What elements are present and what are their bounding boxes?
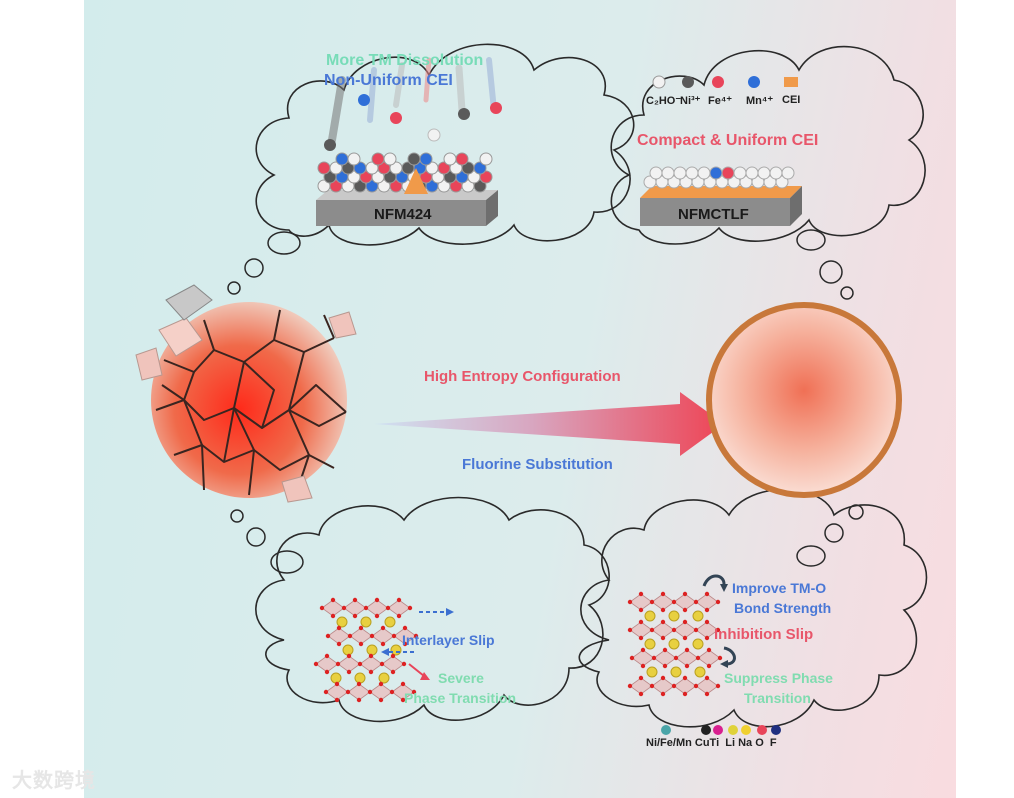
nfmctlf-surface — [640, 166, 802, 226]
nfm424-label: NFM424 — [374, 206, 432, 223]
inhibition-slip-label: Inhibition Slip — [714, 626, 814, 643]
suppress-phase-label: Suppress Phase — [724, 670, 833, 686]
transformation-arrow — [374, 392, 724, 456]
nfmctlf-label: NFMCTLF — [678, 206, 749, 223]
lattice-left — [313, 597, 454, 703]
element-legend-label: Ni/Fe/Mn CuTi Li Na O F — [646, 737, 777, 749]
legend-cei: CEI — [782, 94, 801, 106]
nfm424-surface — [316, 57, 502, 226]
thought-bubbles — [227, 229, 864, 574]
legend-c2ho: C₂HO⁻ — [646, 95, 682, 107]
legend-mn: Mn⁴⁺ — [746, 95, 774, 107]
more-tm-dissolution-label: More TM Dissolution — [326, 52, 484, 69]
top-right-legend — [652, 75, 798, 89]
legend-ni: Ni³⁺ — [680, 95, 701, 107]
legend-fe: Fe⁴⁺ — [708, 95, 733, 107]
lattice-right — [627, 574, 781, 735]
fluorine-substitution-label: Fluorine Substitution — [462, 456, 613, 473]
watermark: 大数跨境 — [12, 768, 96, 792]
cloud-top-right — [610, 45, 926, 245]
high-entropy-label: High Entropy Configuration — [424, 368, 621, 385]
cloud-bottom-left — [255, 496, 610, 723]
non-uniform-cei-label: Non-Uniform CEI — [324, 72, 453, 89]
compact-uniform-cei-label: Compact & Uniform CEI — [637, 132, 819, 149]
cracked-sphere — [135, 284, 357, 503]
phase-transition-label: Phase Transition — [404, 690, 517, 706]
diagram-graphics — [135, 43, 928, 735]
cloud-bottom-right — [578, 488, 928, 728]
interlayer-slip-label: Interlayer Slip — [402, 632, 495, 648]
severe-label: Severe — [438, 670, 484, 686]
smooth-sphere — [706, 302, 902, 498]
cloud-top-left — [255, 43, 635, 246]
transition-label: Transition — [744, 690, 811, 706]
improve-tmo-label: Improve TM-O — [732, 580, 827, 596]
diagram-canvas: More TM Dissolution Non-Uniform CEI NFM4… — [84, 0, 956, 798]
bond-strength-label: Bond Strength — [734, 600, 832, 616]
